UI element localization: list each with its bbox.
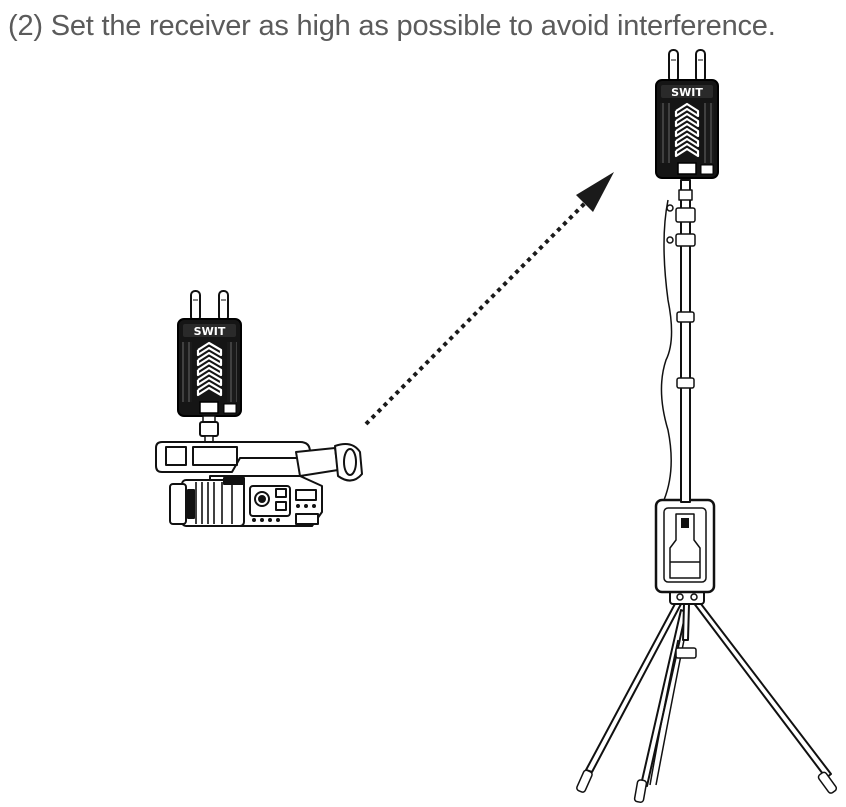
receiver-antenna-right-icon (695, 49, 706, 83)
transmitter-icon: SWIT (177, 290, 242, 443)
receiver-brand-label: SWIT (671, 86, 703, 99)
camcorder-icon (155, 441, 363, 527)
transmitter-antenna-left-icon (190, 290, 201, 322)
receiver-icon: SWIT (655, 49, 719, 179)
tripod-stand-icon (576, 179, 838, 803)
transmitter-brand-label: SWIT (194, 325, 226, 338)
transmitter-antenna-right-icon (218, 290, 229, 322)
instruction-text: (2) Set the receiver as high as possible… (8, 10, 776, 42)
signal-arrow-icon (364, 172, 614, 426)
receiver-antenna-left-icon (668, 49, 679, 83)
